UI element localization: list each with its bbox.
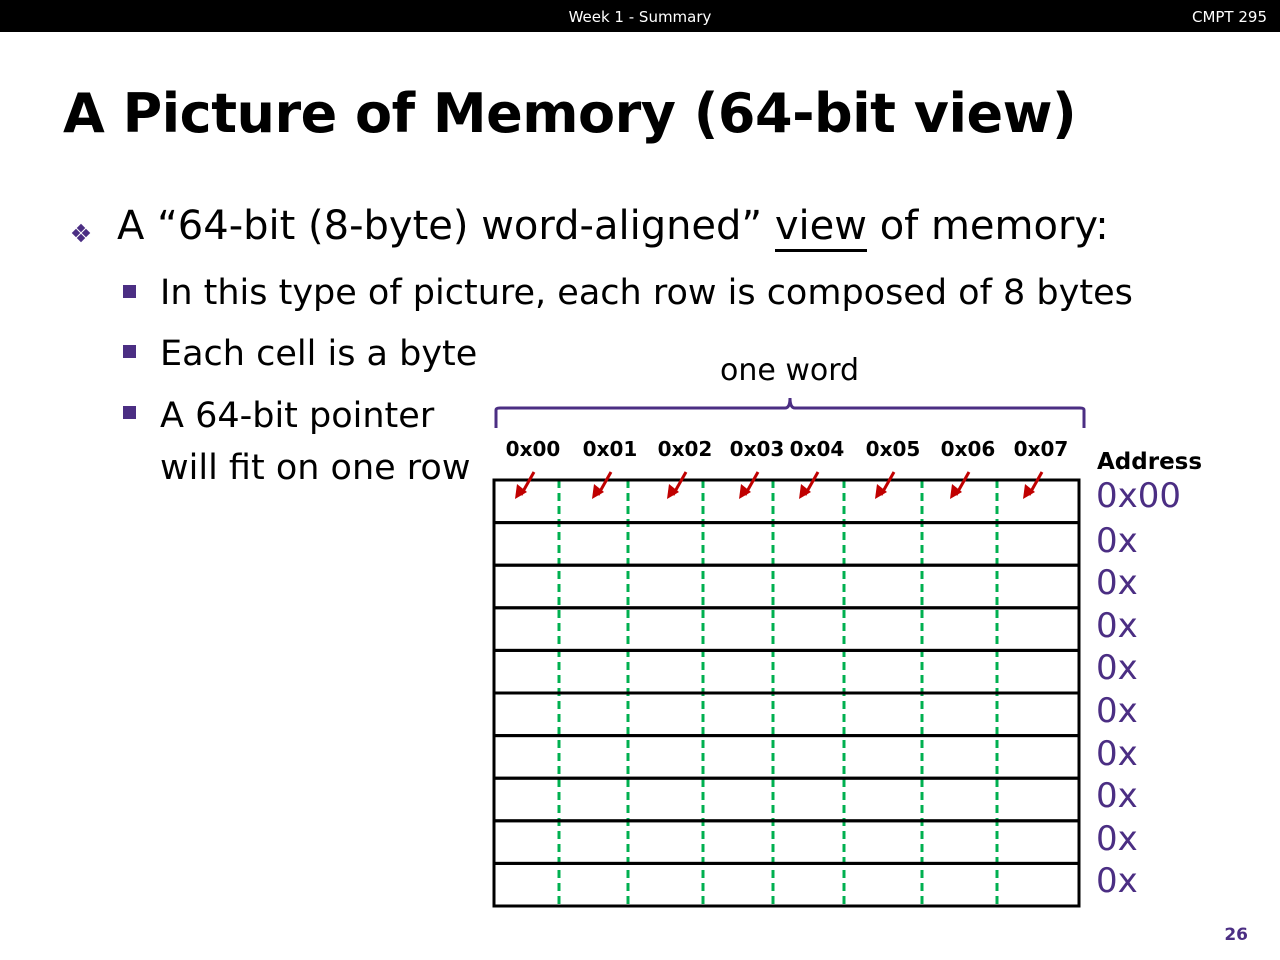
row-address: 0x xyxy=(1096,861,1138,902)
memory-row xyxy=(492,691,1081,738)
square-bullet-icon xyxy=(123,406,136,419)
sub-bullet-continued: will fit on one row xyxy=(160,448,471,488)
memory-row xyxy=(492,734,1081,780)
arrow-head-icon xyxy=(667,484,679,499)
diamond-bullet-icon xyxy=(71,223,91,243)
row-address: 0x xyxy=(1096,605,1138,646)
byte-offset-label: 0x06 xyxy=(940,437,996,461)
sub-bullet: Each cell is a byte xyxy=(160,334,478,374)
byte-offset-label: 0x04 xyxy=(789,437,845,461)
arrow-head-icon xyxy=(875,484,887,499)
sub-bullet: In this type of picture, each row is com… xyxy=(160,273,1133,313)
bullet-text: A “64-bit (8-byte) word-aligned” xyxy=(117,203,775,249)
byte-offset-label: 0x03 xyxy=(729,437,785,461)
byte-offset-label: 0x05 xyxy=(865,437,921,461)
arrow-head-icon xyxy=(739,484,751,499)
byte-offset-label: 0x02 xyxy=(657,437,713,461)
byte-offset-label: 0x00 xyxy=(505,437,561,461)
arrow-head-icon xyxy=(592,484,604,499)
main-bullet: A “64-bit (8-byte) word-aligned” view of… xyxy=(117,203,1109,252)
memory-row xyxy=(492,606,1081,652)
row-address: 0x xyxy=(1096,733,1138,774)
arrow-head-icon xyxy=(799,484,811,499)
row-address: 0x xyxy=(1096,648,1138,689)
bullet-text-end: of memory: xyxy=(866,203,1109,249)
slide-title: A Picture of Memory (64-bit view) xyxy=(63,82,1077,145)
row-address: 0x xyxy=(1096,776,1138,817)
row-address: 0x xyxy=(1096,818,1138,859)
arrow-head-icon xyxy=(1023,484,1035,499)
memory-row xyxy=(492,521,1081,567)
row-address: 0x xyxy=(1096,691,1138,731)
word-brace xyxy=(494,397,1086,428)
lecture-title: Week 1 - Summary xyxy=(568,8,712,26)
row-address: 0x xyxy=(1096,520,1138,561)
memory-row xyxy=(492,819,1081,865)
sub-bullet: A 64-bit pointer xyxy=(160,396,435,436)
address-header: Address xyxy=(1097,449,1203,475)
underlined-word: view xyxy=(774,203,867,252)
square-bullet-icon xyxy=(123,345,136,358)
memory-row xyxy=(492,776,1081,823)
memory-row xyxy=(492,648,1081,695)
byte-offset-label: 0x07 xyxy=(1013,437,1069,461)
byte-offset-label: 0x01 xyxy=(582,437,638,461)
top-bar: Week 1 - Summary CMPT 295 xyxy=(0,0,1280,32)
row-address: 0x00 xyxy=(1096,476,1182,516)
square-bullet-icon xyxy=(123,285,136,298)
course-code: CMPT 295 xyxy=(1191,8,1267,26)
memory-row xyxy=(492,563,1081,610)
arrow-head-icon xyxy=(950,484,962,499)
memory-row xyxy=(492,478,1081,525)
row-address: 0x xyxy=(1096,563,1138,604)
brace-label: one word xyxy=(720,353,860,388)
memory-row xyxy=(492,861,1081,908)
page-number: 26 xyxy=(1224,925,1248,945)
arrow-head-icon xyxy=(515,484,527,499)
